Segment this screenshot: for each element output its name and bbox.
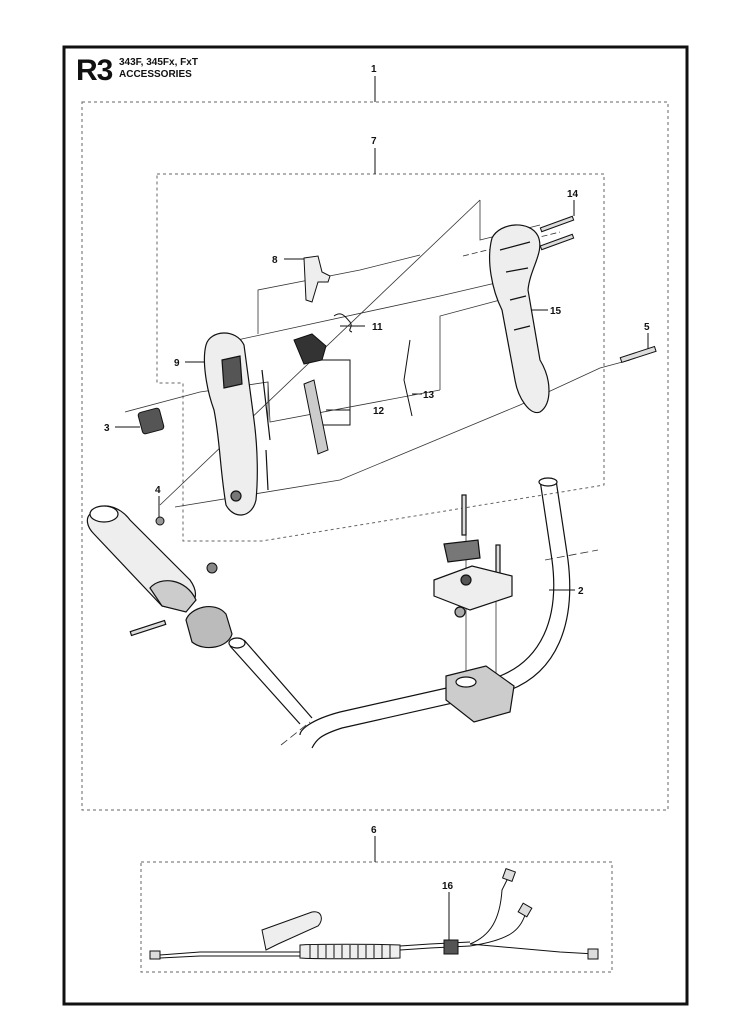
model-list: 343F, 345Fx, FxT bbox=[119, 57, 198, 68]
callout-lines bbox=[115, 76, 649, 948]
callout-8: 8 bbox=[272, 255, 278, 266]
callout-9: 9 bbox=[174, 358, 180, 369]
callout-7: 7 bbox=[371, 136, 377, 147]
assembly-guides bbox=[124, 199, 631, 746]
washer-grip bbox=[206, 562, 218, 574]
screw-part-5 bbox=[619, 345, 657, 364]
callout-2: 2 bbox=[578, 586, 584, 597]
callout-4: 4 bbox=[155, 485, 161, 496]
clip-part-8 bbox=[303, 255, 331, 303]
callout-11: 11 bbox=[372, 322, 383, 333]
callout-12: 12 bbox=[373, 406, 385, 417]
bracket-assembly bbox=[433, 494, 515, 723]
callout-3: 3 bbox=[104, 423, 110, 434]
cable-harness-part-6 bbox=[149, 867, 599, 960]
screw-part-14 bbox=[539, 215, 575, 251]
group-box-6 bbox=[140, 861, 613, 973]
spring-part-11 bbox=[333, 313, 353, 333]
callout-5: 5 bbox=[644, 322, 650, 333]
section-title: ACCESSORIES bbox=[119, 69, 192, 80]
page-frame bbox=[62, 45, 689, 1006]
callout-16: 16 bbox=[442, 881, 454, 892]
handle-half-part-9 bbox=[203, 332, 271, 516]
left-grip bbox=[86, 505, 197, 637]
callout-15: 15 bbox=[550, 306, 562, 317]
handle-half-part-15 bbox=[489, 224, 550, 414]
section-code: R3 bbox=[76, 54, 113, 87]
group-box-1 bbox=[81, 101, 669, 811]
wire-part-13 bbox=[403, 339, 413, 417]
callout-14: 14 bbox=[567, 189, 579, 200]
trigger-part-12 bbox=[303, 379, 329, 455]
group-box-7 bbox=[156, 173, 605, 542]
callout-6: 6 bbox=[371, 825, 377, 836]
callout-labels: 1 7 6 8 9 3 4 5 14 15 11 12 13 2 16 bbox=[104, 64, 650, 892]
throttle-lever bbox=[293, 333, 327, 365]
callout-13: 13 bbox=[423, 390, 435, 401]
nut-part-4 bbox=[155, 516, 165, 526]
handlebar-part-2 bbox=[228, 477, 571, 749]
callout-1: 1 bbox=[371, 64, 377, 75]
switch-part-3 bbox=[137, 407, 165, 435]
clamp-hub bbox=[185, 605, 233, 649]
